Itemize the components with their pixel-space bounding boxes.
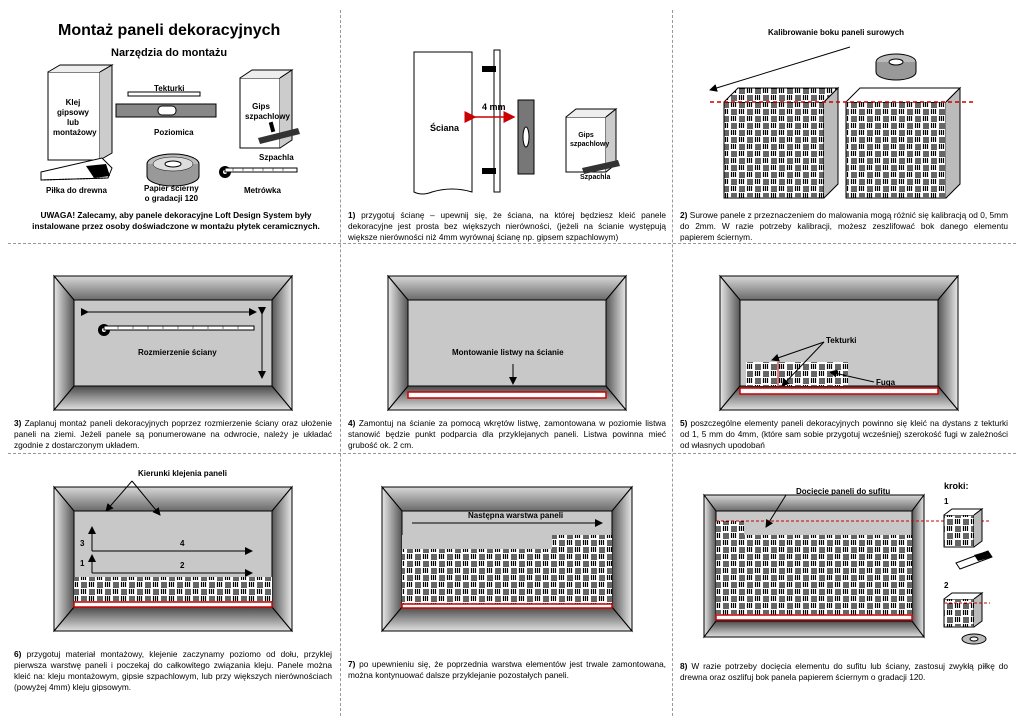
step-6-text: 6) przygotuj materiał montażowy, klejeni…	[14, 649, 332, 692]
divider	[340, 10, 341, 716]
kroki-label: kroki:	[944, 481, 969, 491]
tekturki-label: Tekturki	[154, 84, 185, 93]
step-8-label: Docięcie paneli do sufitu	[796, 487, 891, 496]
sciana-label: Ściana	[430, 123, 460, 133]
metrowka-label: Metrówka	[244, 186, 281, 195]
step-1-illustration	[413, 49, 620, 195]
step-3-label: Rozmierzenie ściany	[138, 348, 217, 357]
step-8-text: 8) W razie potrzeby docięcia elementu do…	[680, 661, 1008, 682]
step-2-illustration	[709, 46, 974, 199]
step-3-text: 3) Zaplanuj montaż paneli dekoracyjnych …	[14, 418, 332, 450]
step-2-label: Kalibrowanie boku paneli surowych	[768, 28, 905, 37]
direction-2: 2	[180, 561, 185, 570]
step-6-panel: Kierunki klejenia paneli 1 2 3 4 6) przy…	[8, 455, 338, 716]
divider	[672, 10, 673, 716]
step-5-panel: Tekturki Fuga 5) poszczególne elementy p…	[674, 244, 1016, 452]
direction-1: 1	[80, 559, 85, 568]
step-5-text: 5) poszczególne elementy paneli dekoracy…	[680, 418, 1008, 450]
step-5-illustration	[718, 274, 960, 412]
direction-4: 4	[180, 539, 185, 548]
step-8-illustration	[703, 493, 993, 645]
tekturki-label: Tekturki	[826, 336, 857, 345]
step-3-illustration	[52, 274, 294, 412]
poziomica-label: Poziomica	[154, 128, 194, 137]
step-4-panel: Montowanie listwy na ścianie 4) Zamontuj…	[342, 244, 672, 452]
tools-illustration	[40, 64, 300, 187]
step-6-illustration	[52, 480, 294, 633]
step-2-panel: Kalibrowanie boku paneli surowych 2) Sur…	[674, 10, 1016, 242]
mm-label: 4 mm	[482, 102, 506, 112]
direction-3: 3	[80, 539, 85, 548]
instruction-sheet: Montaż paneli dekoracyjnych Narzędzia do…	[8, 10, 1016, 716]
step-1-text: 1) przygotuj ścianę – upewnij się, że śc…	[348, 210, 667, 242]
divider	[8, 243, 1016, 244]
step-7-label: Następna warstwa paneli	[468, 511, 564, 520]
step-4-label: Montowanie listwy na ścianie	[452, 348, 564, 357]
page-title: Montaż paneli dekoracyjnych	[58, 22, 281, 39]
pilka-label: Piłka do drewna	[46, 186, 107, 195]
step-4-text: 4) Zamontuj na ścianie za pomocą wkrętów…	[348, 418, 666, 450]
step-8-k2: 2	[944, 581, 949, 590]
step-7-text: 7) po upewnieniu się, że poprzednia wars…	[348, 659, 666, 680]
szpachla-label: Szpachla	[580, 174, 611, 181]
step-3-panel: Rozmierzenie ściany 3) Zaplanuj montaż p…	[8, 244, 338, 452]
szpachla-label: Szpachla	[259, 153, 294, 162]
fuga-label: Fuga	[876, 378, 896, 387]
step-6-label: Kierunki klejenia paneli	[138, 469, 227, 478]
tools-panel: Montaż paneli dekoracyjnych Narzędzia do…	[8, 10, 338, 242]
tools-subtitle: Narzędzia do montażu	[111, 47, 228, 59]
step-2-text: 2) Surowe panele z przeznaczeniem do mal…	[680, 210, 1008, 242]
warning-text: UWAGA! Zalecamy, aby panele dekoracyjne …	[32, 210, 320, 231]
divider	[8, 453, 1016, 454]
step-8-panel: Docięcie paneli do sufitu kroki: 1 2 8) …	[674, 455, 1016, 716]
step-7-panel: Następna warstwa paneli 7) po upewnieniu…	[342, 455, 672, 716]
step-7-illustration	[380, 485, 634, 633]
step-4-illustration	[386, 274, 628, 412]
step-8-k1: 1	[944, 497, 949, 506]
